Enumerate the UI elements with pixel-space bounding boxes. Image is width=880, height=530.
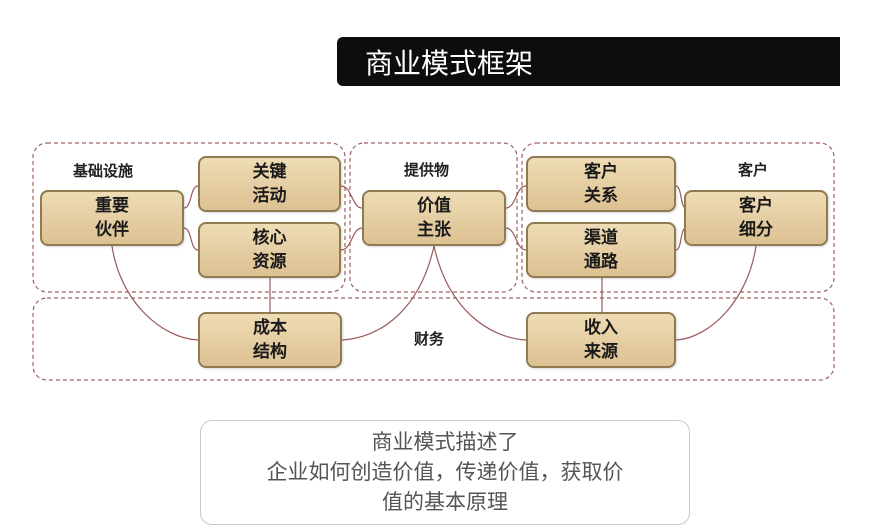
block-cost-structure: 成本 结构 [198,312,342,368]
block-revenue-streams-line-2: 来源 [584,342,618,362]
summary-line-3: 值的基本原理 [382,490,508,514]
block-key-activities: 关键 活动 [198,156,341,212]
block-key-resources-line-1: 核心 [252,228,287,248]
block-key-resources: 核心 资源 [198,222,341,278]
block-revenue-streams: 收入 来源 [526,312,676,368]
group-offering-frame [349,142,518,293]
block-cost-structure-line-1: 成本 [253,318,287,338]
group-label-customers: 客户 [738,161,769,179]
connector-partners-cost-arc [111,245,199,341]
block-key-activities-line-2: 活动 [252,186,287,206]
group-label-infrastructure: 基础设施 [73,162,134,180]
block-customer-relationships-line-1: 客户 [584,162,618,182]
group-finance-frame [32,297,835,381]
block-key-activities-line-1: 关键 [252,162,287,182]
connector-segments-revenue-arc [675,245,757,341]
summary-box: 商业模式描述了 企业如何创造价值，传递价值，获取价 值的基本原理 [200,420,690,525]
block-value-proposition: 价值 主张 [362,190,506,246]
group-label-finance: 财务 [414,330,445,348]
block-cost-structure-line-2: 结构 [253,342,287,362]
connector-partners-resources [183,227,199,251]
block-channels: 渠道 通路 [526,222,676,278]
block-key-partners-line-2: 伙伴 [95,220,129,240]
block-value-proposition-line-2: 主张 [417,220,451,240]
summary-line-2: 企业如何创造价值，传递价值，获取价 [266,460,624,484]
group-label-offering: 提供物 [404,161,450,179]
connector-partners-activities [183,185,199,209]
block-key-partners-line-1: 重要 [95,196,129,216]
connector-value-revenue-arc [433,245,527,341]
connector-value-relationships [505,185,527,209]
connector-activities-value [340,185,363,209]
block-customer-segments-line-1: 客户 [739,196,773,216]
block-customer-segments-line-2: 细分 [739,220,773,240]
summary-line-1: 商业模式描述了 [371,430,519,454]
group-infrastructure-frame [32,142,346,293]
connector-resources-value [340,227,363,251]
block-customer-segments: 客户 细分 [684,190,828,246]
block-channels-line-2: 通路 [584,252,618,272]
block-key-partners: 重要 伙伴 [40,190,184,246]
block-customer-relationships-line-2: 关系 [584,186,618,206]
block-value-proposition-line-1: 价值 [417,196,451,216]
block-key-resources-line-2: 资源 [252,252,287,272]
title-bar: 商业模式框架 [337,37,840,86]
block-customer-relationships: 客户 关系 [526,156,676,212]
group-customers-frame [521,142,835,293]
connector-value-cost-arc [341,245,435,341]
connector-value-channels [505,227,527,251]
block-revenue-streams-line-1: 收入 [584,318,618,338]
diagram-title: 商业模式框架 [365,46,534,80]
block-channels-line-1: 渠道 [584,228,618,248]
